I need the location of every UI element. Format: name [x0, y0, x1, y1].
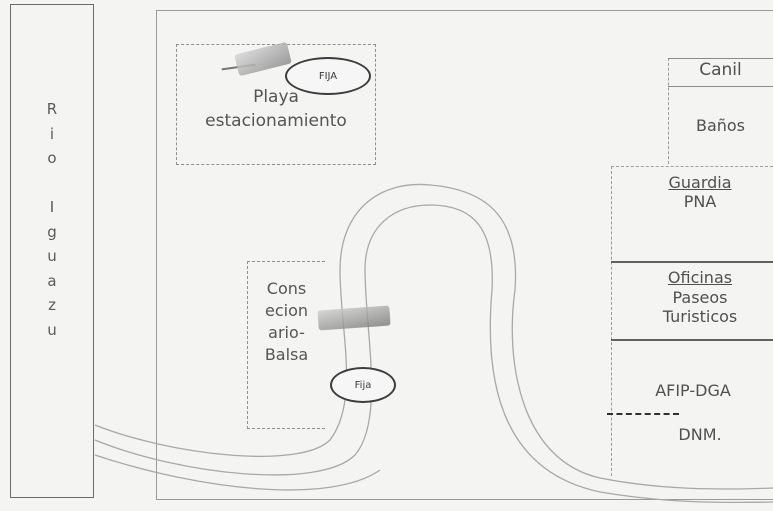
guard-block: Guardia PNA: [611, 173, 773, 211]
river-letter: i: [49, 124, 55, 143]
fixed-camera-label: FIJA: [318, 70, 338, 82]
river-letter: a: [47, 271, 57, 290]
kennel-label: Canil: [699, 60, 742, 80]
parking-lot-label: Playa estacionamiento: [177, 85, 375, 133]
river-letter: o: [47, 149, 57, 167]
river-letter: g: [47, 222, 57, 241]
offices-title: Oficinas: [667, 268, 733, 287]
guard-top-line: [611, 166, 773, 167]
guard-title: Guardia: [668, 173, 732, 192]
concession-area: Cons ecion ario- Balsa: [247, 261, 325, 429]
migration-label: DNM.: [678, 425, 722, 444]
guard-sub: PNA: [683, 192, 717, 211]
river-letter: R: [46, 100, 58, 118]
concession-line: ecion: [264, 301, 308, 320]
migration-divider: [607, 413, 679, 415]
toilets-label: Baños: [695, 116, 746, 135]
river-iguazu-box: R i o I g u a z u: [10, 4, 94, 498]
concession-line: Balsa: [264, 345, 309, 364]
offices-sub2: Turisticos: [662, 307, 738, 326]
admin-block-border: [611, 166, 612, 476]
kennel-top-line: [668, 58, 773, 59]
parking-label-line1: Playa: [253, 87, 299, 107]
fixed-camera-label: Fija: [354, 379, 372, 391]
river-letter: u: [47, 247, 57, 265]
offices-divider: [611, 261, 773, 263]
river-letter: I: [49, 198, 55, 216]
site-boundary: [156, 10, 773, 500]
river-label: R i o I g u a z u: [11, 97, 93, 342]
concession-line: ario-: [268, 323, 305, 342]
parking-label-line2: estacionamiento: [205, 111, 347, 131]
customs-divider: [611, 339, 773, 341]
river-letter: z: [48, 296, 56, 314]
offices-sub1: Paseos: [672, 287, 728, 307]
concession-label: Cons ecion ario- Balsa: [248, 278, 325, 366]
river-letter: u: [47, 320, 57, 339]
offices-block: Oficinas Paseos Turisticos: [611, 268, 773, 327]
concession-line: Cons: [266, 279, 307, 298]
fixed-camera-marker: Fija: [330, 367, 396, 403]
customs-label: AFIP-DGA: [655, 381, 731, 400]
fixed-camera-marker: FIJA: [285, 57, 371, 95]
kennel-divider: [668, 86, 773, 87]
kennel-block-border: [668, 58, 669, 164]
